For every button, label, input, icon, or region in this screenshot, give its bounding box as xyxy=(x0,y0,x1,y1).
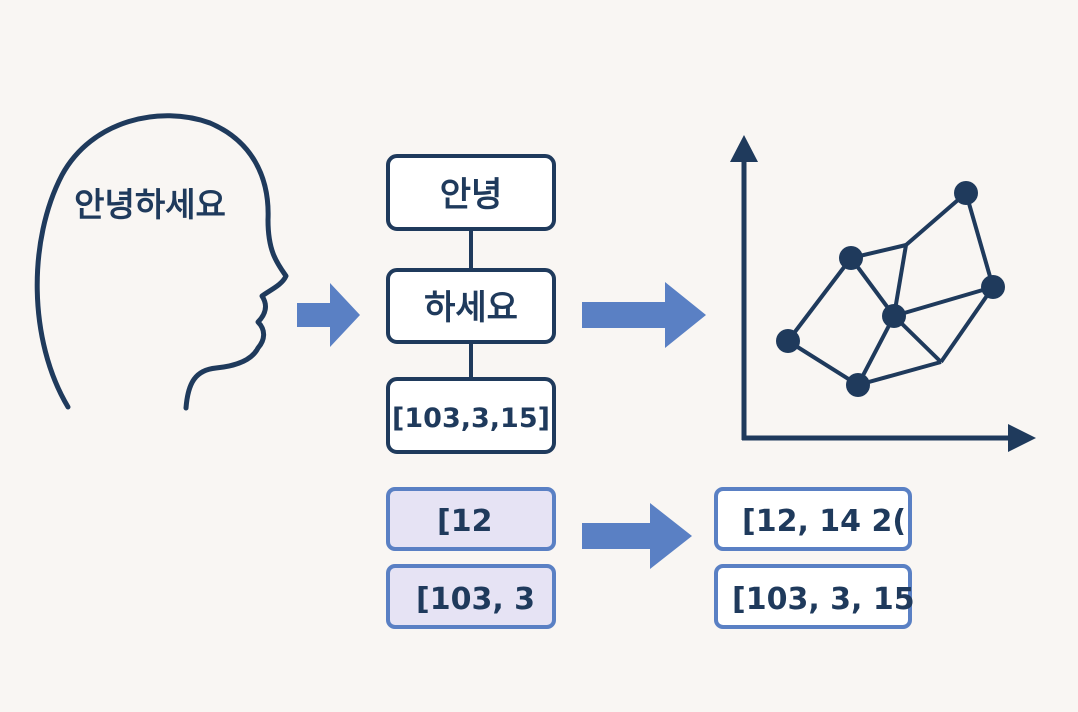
token-column: 안녕 하세요 [103,3,15] xyxy=(386,154,556,454)
token-box xyxy=(386,377,556,454)
token-box xyxy=(386,154,556,231)
graph-node xyxy=(776,329,800,353)
graph-node xyxy=(882,304,906,328)
graph-node xyxy=(839,246,863,270)
graph-node xyxy=(954,181,978,205)
network-graph-icon xyxy=(786,191,995,387)
speech-text: 안녕하세요 xyxy=(74,185,226,224)
id-box xyxy=(386,487,556,551)
id-box xyxy=(386,564,556,629)
graph-node xyxy=(846,373,870,397)
id-label: [103, 3 xyxy=(416,582,535,617)
token-label: 안녕 xyxy=(440,175,503,215)
embedding-label: [12, 14 2( xyxy=(742,504,906,539)
embedding-box xyxy=(714,487,912,551)
arrow-right-icon xyxy=(582,282,706,348)
embedding-column: [12, 14 2( [103, 3, 15 xyxy=(714,487,915,629)
id-column: [12 [103, 3 xyxy=(386,487,556,629)
token-label: [103,3,15] xyxy=(392,403,550,434)
token-box xyxy=(386,268,556,344)
network-nodes xyxy=(776,181,1005,397)
graph-node xyxy=(981,275,1005,299)
id-label: [12 xyxy=(437,504,492,539)
embedding-label: [103, 3, 15 xyxy=(732,582,915,617)
arrow-right-icon xyxy=(582,503,692,569)
embedding-box xyxy=(714,564,912,629)
arrow-right-icon xyxy=(297,283,360,347)
axis-icon xyxy=(730,135,1036,452)
head-silhouette-icon xyxy=(34,113,289,411)
token-label: 하세요 xyxy=(424,288,518,328)
